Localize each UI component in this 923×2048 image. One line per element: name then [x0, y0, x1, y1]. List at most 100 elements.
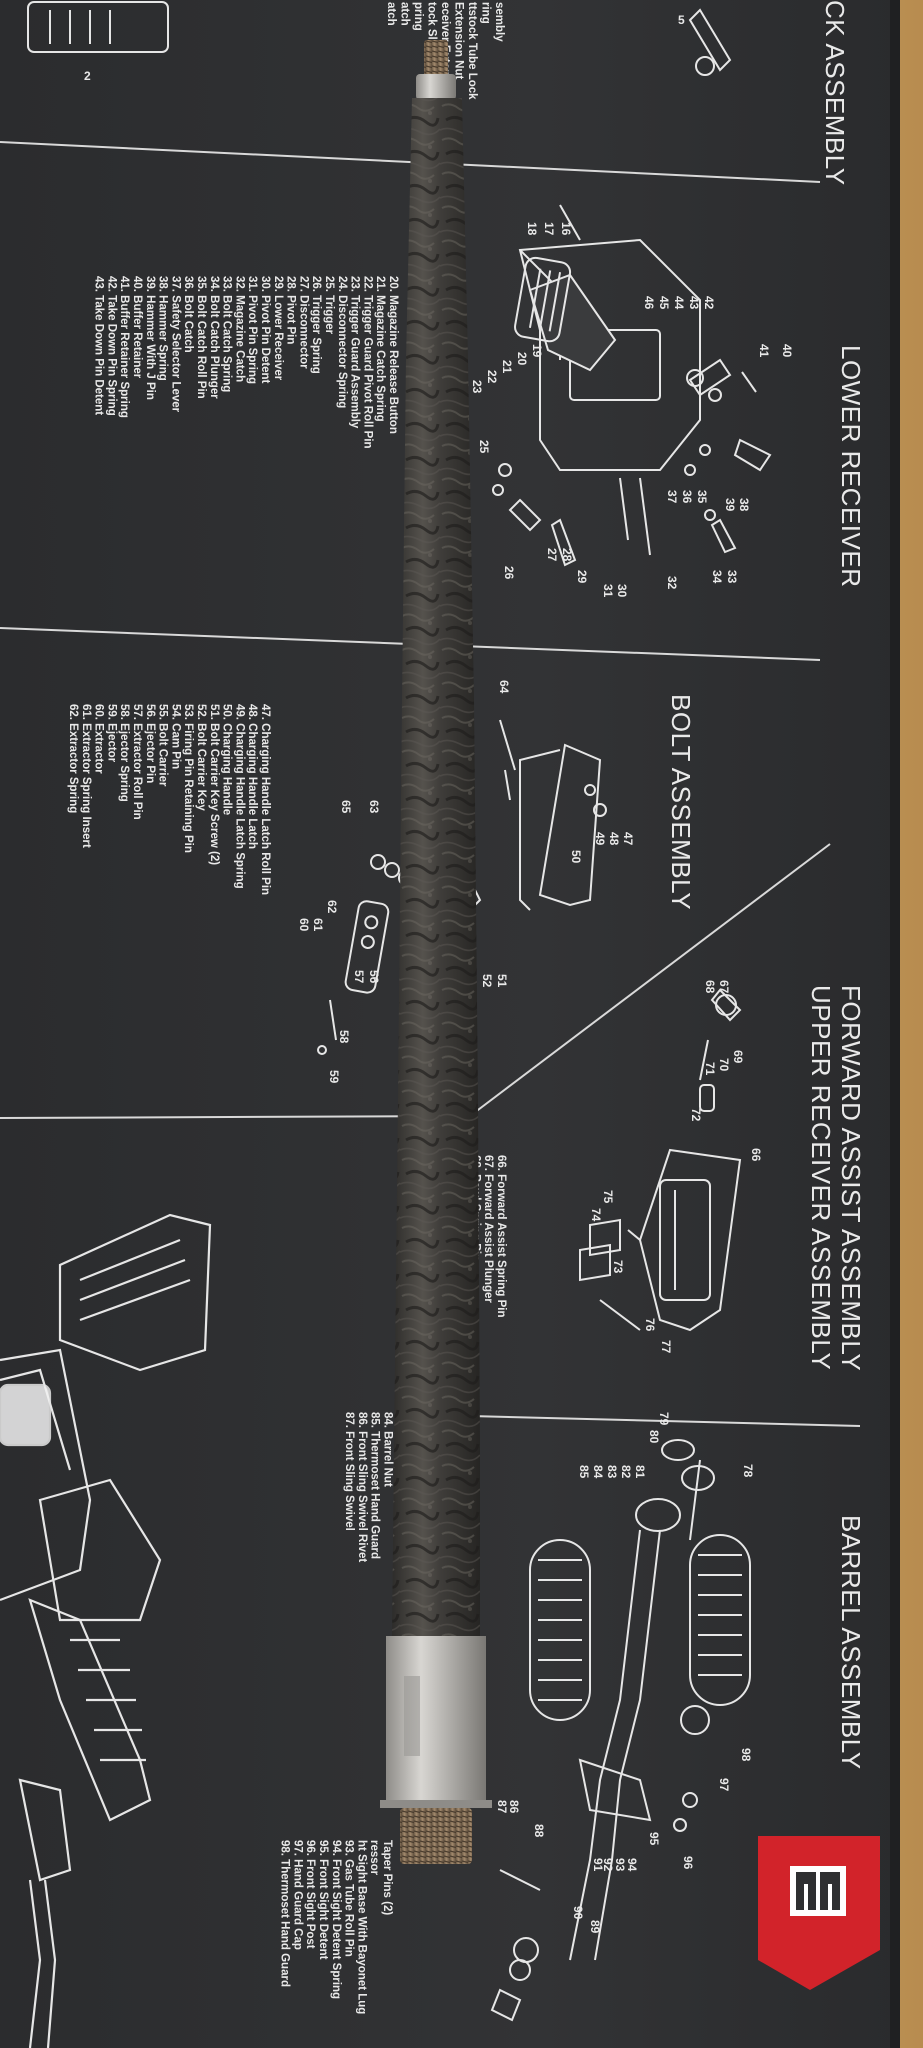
parts-list-item: sembly: [493, 2, 505, 42]
parts-list-item: 55. Bolt Carrier: [157, 704, 169, 787]
callout-number: 78: [741, 1464, 755, 1478]
parts-list-item: 32. Magazine Catch: [233, 276, 245, 382]
parts-list-item: 87. Front Sling Swivel: [343, 1412, 355, 1531]
parts-list-item: 27. Disconnector: [297, 276, 309, 369]
parts-list-item: 96. Front Sight Post: [304, 1840, 316, 1949]
parts-list-item: 67. Forward Assist Plunger: [482, 1155, 494, 1303]
brand-logo: [758, 1836, 880, 1990]
parts-list-item: 35. Bolt Catch Roll Pin: [195, 276, 207, 399]
parts-list-item: 28. Pivot Pin: [285, 276, 297, 344]
barrel-chamber-steel: [386, 1636, 486, 1806]
parts-list-item: 51. Bolt Carrier Key Screw (2): [208, 704, 220, 865]
parts-list-item: 21. Magazine Catch Spring: [374, 276, 386, 422]
parts-list-item: 52. Bolt Carrier Key: [195, 704, 207, 811]
callout-number: 21: [500, 360, 514, 374]
callout-number: 28: [560, 548, 574, 562]
parts-list-item: 25. Trigger: [323, 276, 335, 335]
heading-barrel-assembly: BARREL ASSEMBLY: [836, 1515, 866, 1770]
callout-number: 61: [311, 918, 325, 932]
callout-number: 89: [588, 1920, 602, 1934]
callout-number: 31: [601, 584, 615, 598]
lower-callouts: 1617184243444546192021222324252627282930…: [455, 222, 794, 598]
parts-list-item: 23. Trigger Guard Assembly: [349, 276, 361, 429]
callout-number: 17: [542, 222, 556, 236]
barrel-muzzle-threads: [424, 40, 448, 76]
callout-number: 23: [470, 380, 484, 394]
parts-list-item: 56. Ejector Pin: [144, 704, 156, 783]
callout-number: 72: [689, 1108, 703, 1122]
callout-number: 98: [739, 1748, 753, 1762]
callout-number: 63: [367, 800, 381, 814]
parts-list-item: 33. Bolt Catch Spring: [221, 276, 233, 392]
parts-list-item: 34. Bolt Catch Plunger: [208, 276, 220, 399]
parts-list-item: 37. Safety Selector Lever: [169, 276, 181, 413]
callout-number: 88: [532, 1824, 546, 1838]
heading-lower-receiver: LOWER RECEIVER: [836, 345, 866, 588]
parts-list-item: 24. Disconnector Spring: [336, 276, 348, 408]
callout-number: 76: [643, 1318, 657, 1332]
callout-number: 35: [695, 490, 709, 504]
callout-number: 49: [593, 832, 607, 846]
callout-number: 93: [613, 1858, 627, 1872]
upper-receiver-drawing: [579, 988, 742, 1332]
parts-list-item: 36. Bolt Catch: [182, 276, 194, 353]
parts-list-item: 48. Charging Handle Latch: [246, 704, 258, 849]
callout-number: 44: [672, 296, 686, 310]
stock-parts-drawing: [27, 1, 732, 76]
callout-number: 75: [601, 1190, 615, 1204]
parts-list-item: 41. Buffer Retainer Spring: [118, 276, 130, 418]
parts-list-item: 42. Take Down Pin Spring: [105, 276, 117, 416]
callout-number: 41: [757, 344, 771, 358]
parts-list-item: 61. Extractor Spring Insert: [80, 704, 92, 848]
callout-number: 58: [337, 1030, 351, 1044]
parts-list-item: 20. Magazine Release Button: [387, 276, 399, 434]
gun-mat-edge: [890, 0, 900, 2048]
parts-list-item: 66. Forward Assist Spring Pin: [495, 1155, 507, 1318]
callout-number: 30: [615, 584, 629, 598]
callout-number: 45: [657, 296, 671, 310]
callout-number: 20: [515, 352, 529, 366]
callout-number: 96: [681, 1856, 695, 1870]
rifle-barrel: [380, 40, 492, 1864]
parts-list-item: 60. Extractor: [93, 704, 105, 774]
callout-number: 40: [780, 344, 794, 358]
callout-number: 64: [497, 680, 511, 694]
callout-number: 47: [621, 832, 635, 846]
parts-list-item: 39. Hammer With J Pin: [144, 276, 156, 400]
parts-list-item: atch: [399, 2, 411, 26]
parts-list-item: 29. Lower Receiver: [272, 276, 284, 381]
callout-number: 60: [297, 918, 311, 932]
parts-list-item: 59. Ejector: [105, 704, 117, 763]
parts-list-item: 49. Charging Handle Latch Spring: [233, 704, 245, 889]
callout-number: 32: [665, 576, 679, 590]
callout-number: 56: [367, 970, 381, 984]
callout-number: 94: [625, 1858, 639, 1872]
callout-number: 68: [703, 980, 717, 994]
callout-number: 84: [591, 1465, 605, 1479]
heading-upper-receiver: UPPER RECEIVER ASSEMBLY: [806, 985, 836, 1370]
callout-number: 66: [749, 1148, 763, 1162]
parts-list-item: 54. Cam Pin: [169, 704, 181, 769]
callout-number: 29: [575, 570, 589, 584]
parts-list-item: 50. Charging Handle: [221, 704, 233, 815]
parts-list-item: 47. Charging Handle Latch Roll Pin: [259, 704, 271, 895]
lower-receiver-drawing: [492, 204, 772, 567]
parts-list-item: 57. Extractor Roll Pin: [131, 704, 143, 820]
callout-number: 80: [647, 1430, 661, 1444]
parts-list-item: 86. Front Sling Swivel Rivet: [356, 1412, 368, 1562]
barrel-marking: [404, 1676, 420, 1756]
callout-number: 62: [325, 900, 339, 914]
callout-number: 69: [731, 1050, 745, 1064]
callout-number: 83: [605, 1465, 619, 1479]
parts-list-item: 22. Trigger Guard Pivot Roll Pin: [361, 276, 373, 449]
callout-number: 51: [495, 974, 509, 988]
callout-number: 97: [717, 1778, 731, 1792]
barrel-callouts: 7879808182838485868788899091929394959697…: [495, 1412, 755, 1934]
callout-number: 81: [633, 1465, 647, 1479]
parts-list-item: ring: [480, 2, 492, 24]
callout-number: 77: [659, 1340, 673, 1354]
callout-number: 57: [352, 970, 366, 984]
